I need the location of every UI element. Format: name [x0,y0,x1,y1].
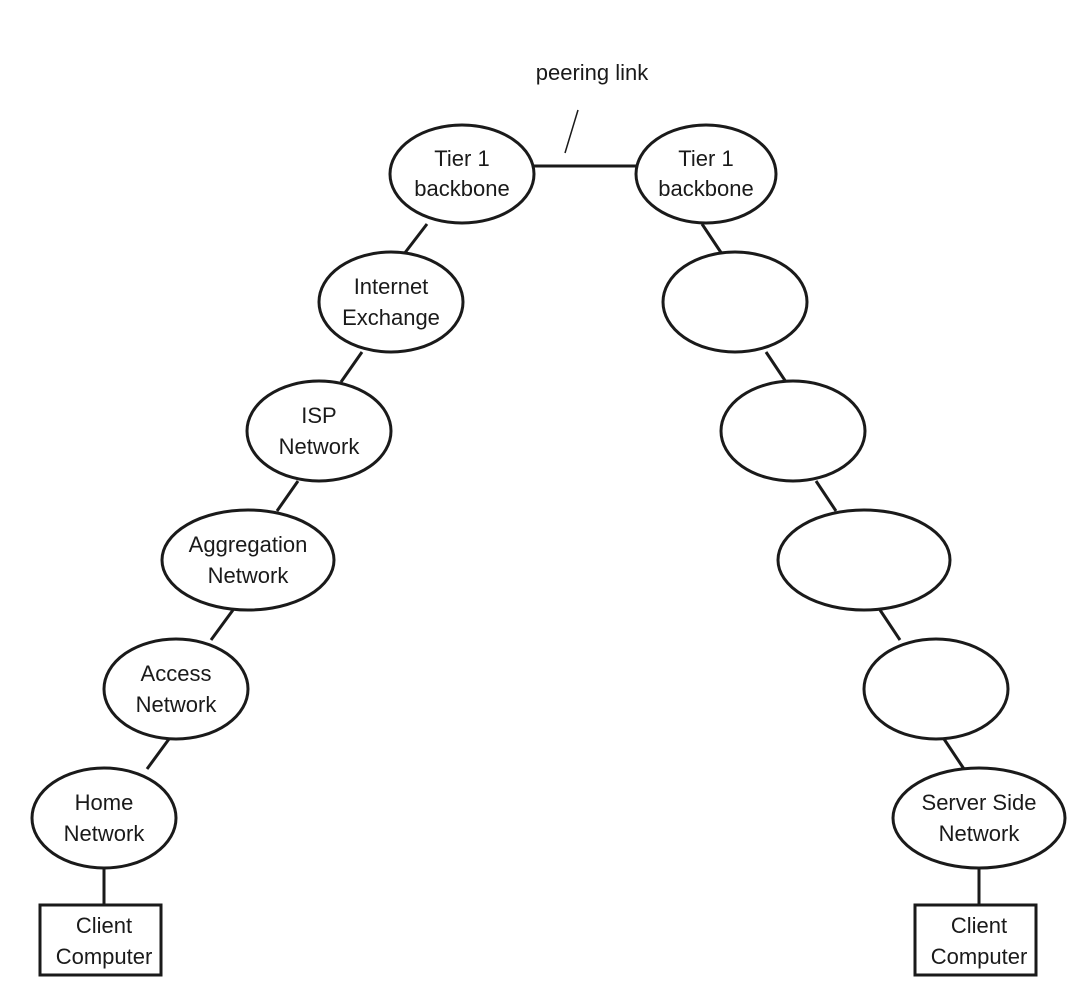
node-ellipse [776,508,952,612]
node-label-line-2: Network [939,821,1021,846]
node-label-line-2: Network [208,563,290,588]
edge-access-home [145,738,171,770]
peering-link-leader [564,109,579,154]
client-computer-right-node: Client Computer [913,903,1038,977]
node-ellipse [160,508,336,612]
node-label-line-1: ISP [301,403,336,428]
tier1-backbone-right-node: Tier 1 backbone [634,123,778,225]
node-ellipse [30,766,178,870]
node-box [913,903,1038,977]
peering-link-annotation: peering link [536,60,650,154]
node-label-line-1: Tier 1 [434,146,489,171]
node-label-line-1: Internet [354,274,429,299]
internet-exchange-node: Internet Exchange [317,250,465,354]
node-label-line-2: Network [136,692,218,717]
edges [102,164,981,905]
blank-node-1 [661,250,809,354]
edge-aggregation-access [209,609,235,641]
node-label-line-2: Network [279,434,361,459]
node-label-line-2: backbone [414,176,509,201]
node-label-line-1: Home [75,790,134,815]
node-label-line-1: Aggregation [189,532,308,557]
node-label-line-1: Tier 1 [678,146,733,171]
edge-internet-exchange-isp [339,351,364,383]
tier1-backbone-left-node: Tier 1 backbone [388,123,536,225]
node-label-line-1: Access [141,661,212,686]
server-side-network-node: Server Side Network [891,766,1067,870]
edge-blank3-blank4 [878,609,902,641]
node-label-line-1: Client [951,913,1007,938]
edge-blank4-server-side [942,738,966,770]
node-label-line-2: Computer [56,944,153,969]
node-ellipse [317,250,465,354]
node-label-line-2: Computer [931,944,1028,969]
node-ellipse [388,123,536,225]
edge-isp-aggregation [275,480,300,512]
left-chain: Tier 1 backbone Internet Exchange ISP Ne… [30,123,536,977]
node-label-line-2: backbone [658,176,753,201]
aggregation-network-node: Aggregation Network [160,508,336,612]
right-chain: Tier 1 backbone Server Side Network Clie… [634,123,1067,977]
edge-tier1-right-blank1 [700,223,724,255]
node-ellipse [634,123,778,225]
isp-network-node: ISP Network [245,379,393,483]
client-computer-left-node: Client Computer [38,903,163,977]
blank-node-3 [776,508,952,612]
edge-blank1-blank2 [764,351,788,383]
node-label-line-2: Network [64,821,146,846]
home-network-node: Home Network [30,766,178,870]
blank-node-2 [719,379,867,483]
node-label-line-2: Exchange [342,305,440,330]
node-ellipse [661,250,809,354]
node-ellipse [719,379,867,483]
node-box [38,903,163,977]
node-ellipse [245,379,393,483]
blank-node-4 [862,637,1010,741]
node-ellipse [891,766,1067,870]
edge-tier1-left-internet-exchange [402,223,429,255]
access-network-node: Access Network [102,637,250,741]
edge-blank2-blank3 [814,480,838,512]
node-label-line-1: Client [76,913,132,938]
peering-link-label: peering link [536,60,650,85]
node-label-line-1: Server Side [922,790,1037,815]
node-ellipse [862,637,1010,741]
node-ellipse [102,637,250,741]
